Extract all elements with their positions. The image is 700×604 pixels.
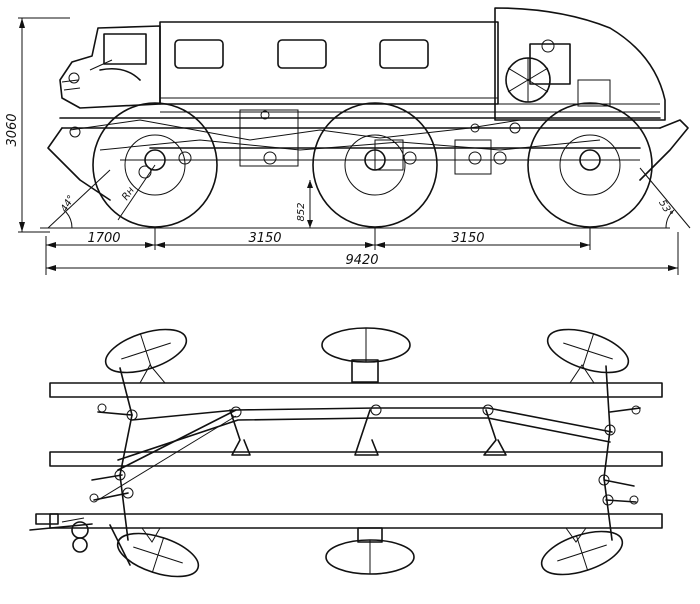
height-dimension: 3060 [5, 17, 70, 233]
cargo-body [159, 21, 499, 105]
side-wheel-rear [527, 102, 653, 228]
bellcrank-1 [229, 406, 251, 456]
side-wheel-middle [312, 102, 438, 228]
plan-view [29, 327, 663, 578]
body-window-3 [379, 39, 429, 69]
plan-wheel-rear-right [540, 530, 624, 576]
side-view: 3060 [5, 7, 691, 275]
frame-rail-top [49, 382, 663, 398]
steering-gear [29, 513, 93, 553]
clearance-dimension: 852 [296, 180, 313, 228]
overall-length-label: 9420 [345, 253, 378, 268]
plan-wheel-rear-left [546, 328, 630, 374]
turn-radius: Rн [117, 164, 156, 221]
rear-steering-linkage [598, 365, 641, 541]
departure-angle: 53° [639, 167, 691, 229]
tank-right [454, 139, 492, 175]
approach-angle-label: 44° [59, 194, 77, 215]
departure-angle-label: 53° [656, 198, 674, 219]
plan-wheel-front-left [104, 328, 188, 374]
wheelbase-1-label: 3150 [248, 231, 281, 246]
side-wheel-front [92, 102, 218, 228]
cab-window [103, 33, 147, 65]
front-overhang-label: 1700 [87, 231, 120, 246]
wheelbase-2-label: 3150 [451, 231, 484, 246]
center-linkage-rods [97, 407, 613, 501]
overall-height-label: 3060 [5, 113, 20, 146]
body-window-1 [174, 39, 224, 69]
hull-bottom [47, 119, 689, 201]
frame-rail-bottom [49, 513, 663, 529]
bellcrank-3 [482, 404, 507, 456]
length-dimensions: 1700 3150 3150 9420 [45, 228, 679, 275]
plan-wheel-front-right [116, 532, 200, 578]
plan-wheel-middle-right [325, 527, 415, 575]
plan-wheel-middle-left [321, 327, 411, 383]
bellcrank-2 [354, 404, 382, 456]
engine-fan [505, 39, 611, 107]
body-window-2 [277, 39, 327, 69]
ground-clearance-label: 852 [296, 202, 307, 221]
rear-engine-housing [494, 7, 666, 121]
cab [59, 25, 161, 109]
